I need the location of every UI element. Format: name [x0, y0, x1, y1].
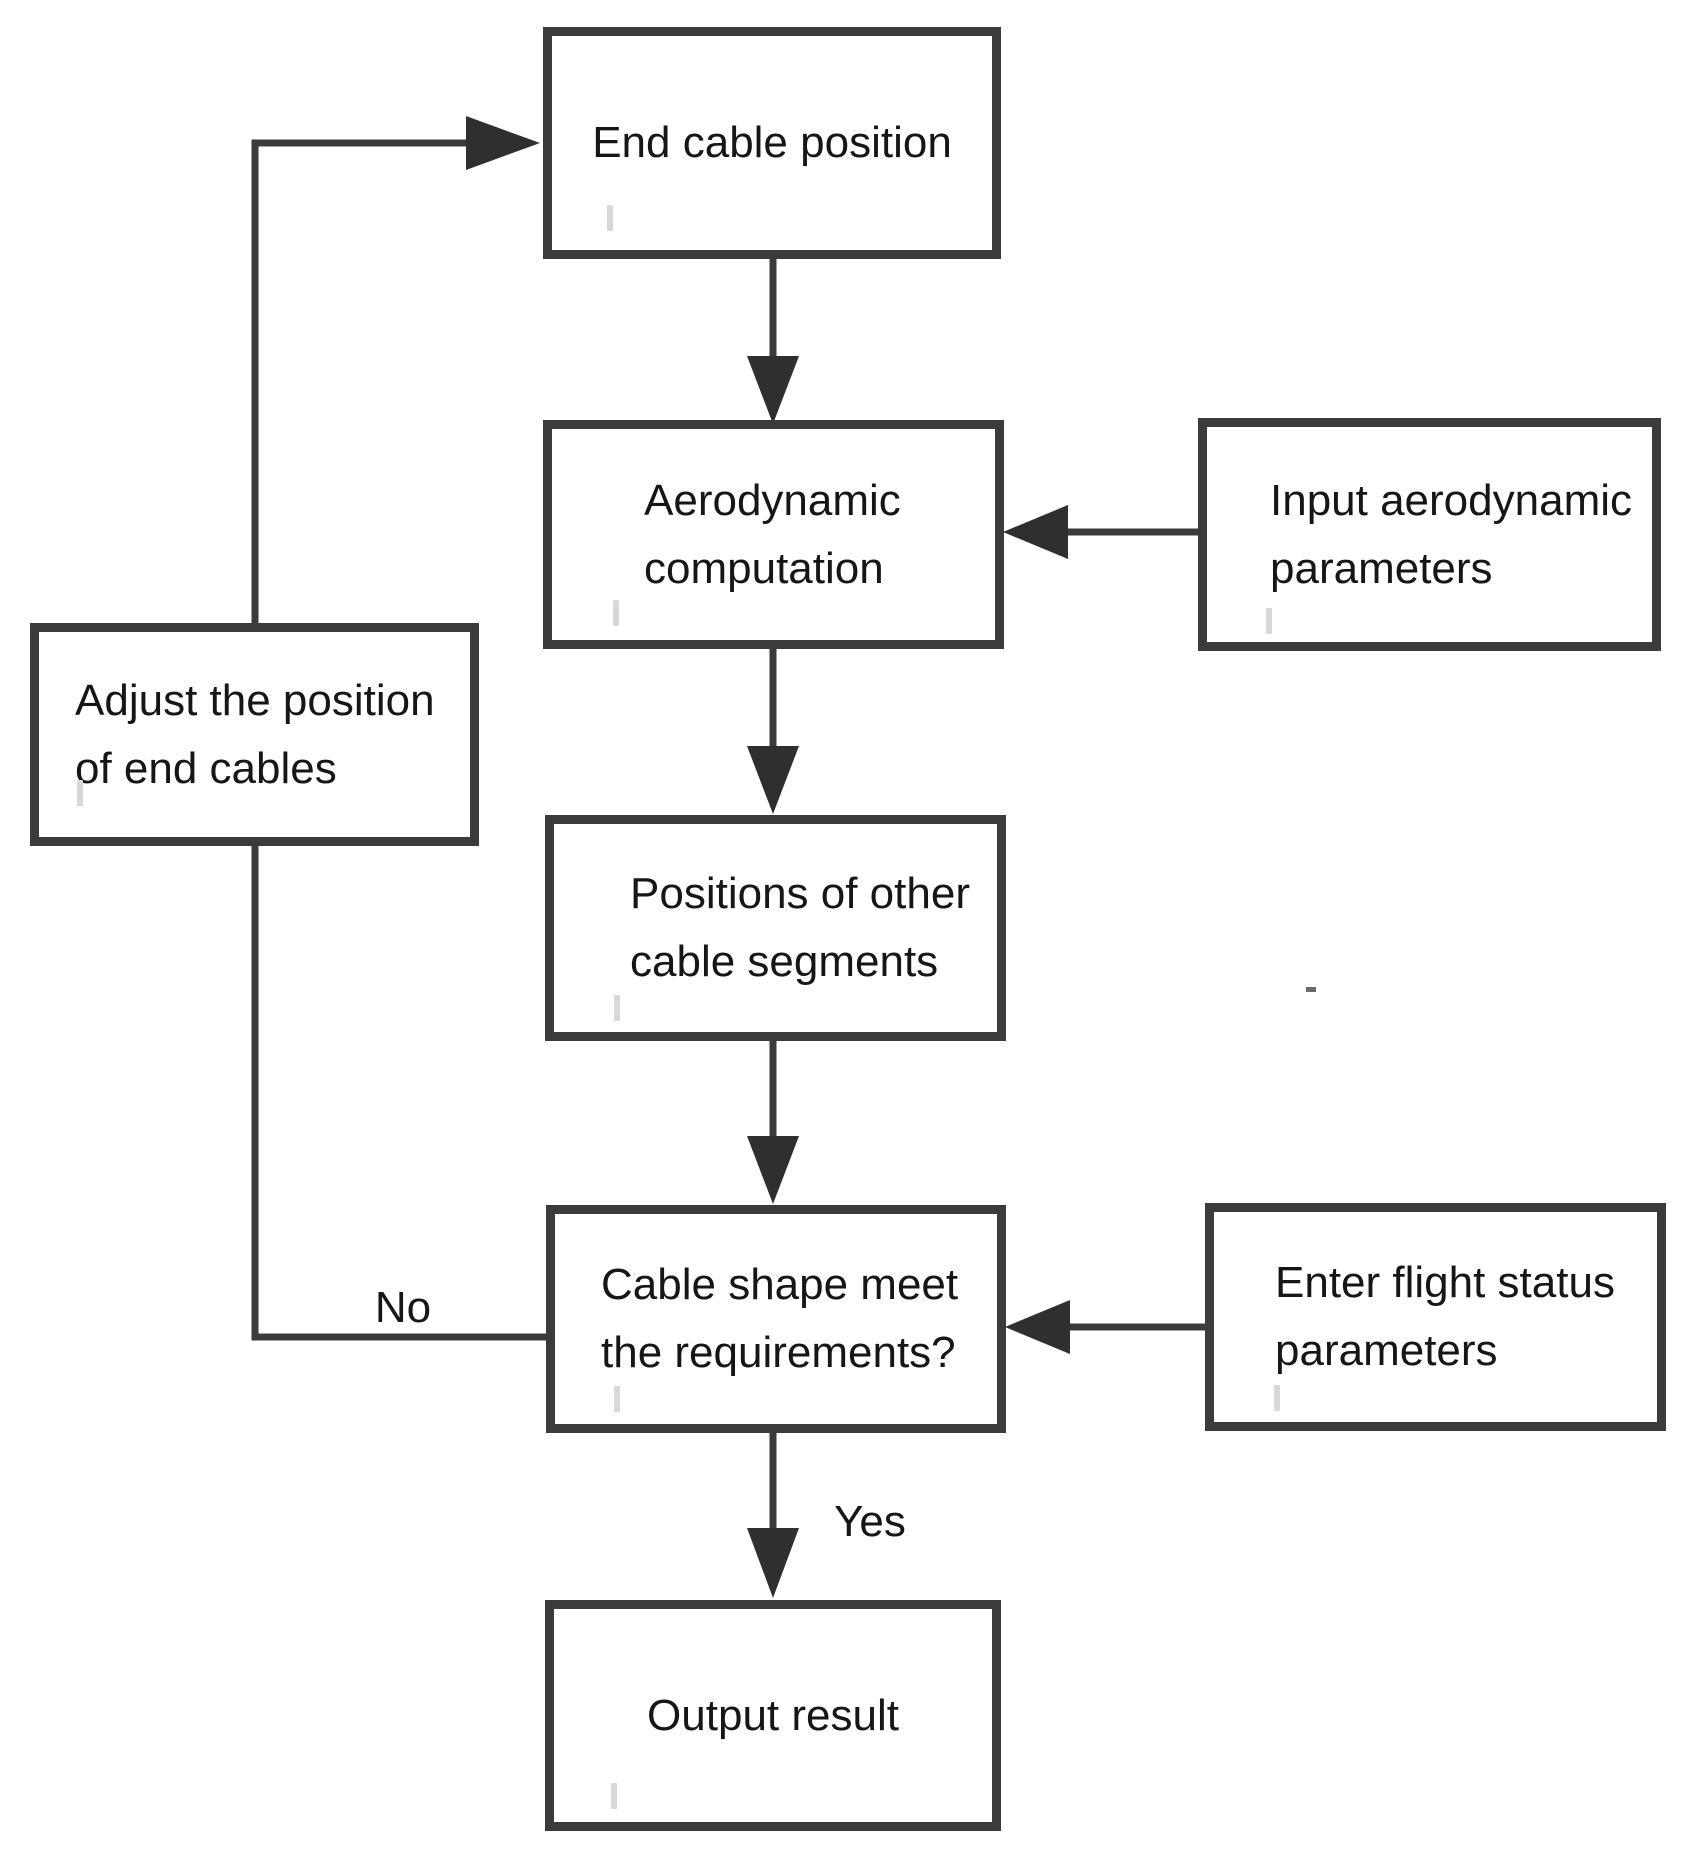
arrowhead-down-icon — [747, 746, 799, 814]
node-label: Output result — [647, 1690, 899, 1740]
arrowhead-right-icon — [466, 116, 540, 170]
edge-end-cable-to-aerodynamic — [747, 258, 799, 424]
node-label-line: of end cables — [75, 743, 337, 793]
artifact-tick — [614, 995, 620, 1021]
node-label-line: parameters — [1275, 1326, 1498, 1375]
artifact-tick — [1274, 1385, 1280, 1411]
arrowhead-left-icon — [1005, 1300, 1070, 1354]
node-cable-shape-requirement-check: Cable shape meet the requirements? — [546, 1205, 1006, 1433]
artifact-dash — [1306, 987, 1316, 992]
artifact-tick — [614, 1386, 620, 1412]
edge-label-yes: Yes — [834, 1497, 906, 1546]
node-label: End cable position — [592, 118, 952, 167]
node-label-line: Adjust the position — [75, 675, 435, 725]
node-label-line: Enter flight status — [1275, 1258, 1615, 1307]
node-input-aerodynamic-parameters: Input aerodynamic parameters — [1198, 418, 1661, 651]
arrowhead-down-icon — [747, 1136, 799, 1204]
edge-flight-params-to-decision — [1005, 1300, 1205, 1354]
artifact-tick — [1266, 608, 1272, 634]
node-label-line: computation — [644, 543, 884, 593]
edge-input-params-to-aerodynamic — [1003, 505, 1198, 559]
node-label-line: Cable shape meet — [601, 1260, 959, 1309]
artifact-tick — [607, 205, 613, 231]
artifact-tick — [613, 600, 619, 626]
node-adjust-position-of-end-cables: Adjust the position of end cables — [30, 623, 479, 846]
node-enter-flight-status-parameters: Enter flight status parameters — [1205, 1203, 1666, 1431]
edge-label-no: No — [374, 1283, 432, 1332]
node-output-result: Output result — [545, 1600, 1001, 1831]
arrowhead-down-icon — [747, 356, 799, 424]
edge-positions-to-decision — [747, 1040, 799, 1204]
node-label-line: the requirements? — [601, 1328, 956, 1377]
node-label-line: Aerodynamic — [644, 475, 901, 525]
artifact-tick — [77, 780, 83, 806]
node-label-line: parameters — [1270, 543, 1493, 593]
edge-aerodynamic-to-positions — [747, 648, 799, 814]
edge-decision-to-output-yes — [747, 1432, 799, 1598]
node-positions-of-other-cable-segments: Positions of other cable segments — [545, 815, 1006, 1041]
artifact-tick — [611, 1783, 617, 1809]
node-end-cable-position: End cable position — [543, 27, 1001, 259]
arrowhead-left-icon — [1003, 505, 1068, 559]
node-label-line: cable segments — [630, 937, 939, 986]
node-label-line: Input aerodynamic — [1270, 475, 1632, 525]
node-label-line: Positions of other — [630, 869, 970, 918]
node-aerodynamic-computation: Aerodynamic computation — [543, 420, 1004, 649]
arrowhead-down-icon — [747, 1528, 799, 1598]
